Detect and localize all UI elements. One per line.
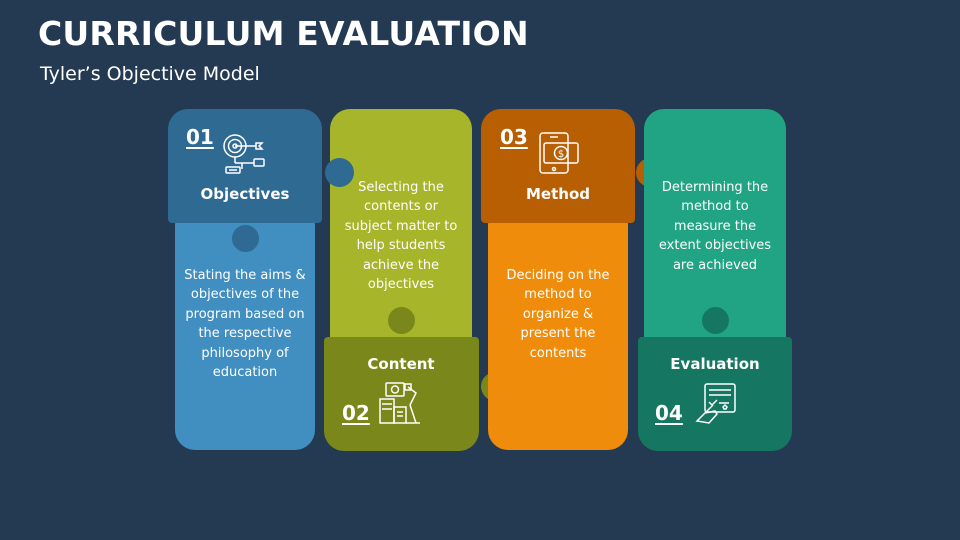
step-4-heading: Evaluation bbox=[670, 355, 760, 373]
step-1-heading: Objectives bbox=[200, 185, 290, 203]
step-3-header-panel bbox=[481, 109, 635, 223]
step-1-header-panel bbox=[168, 109, 322, 223]
step-2-description: Selecting the contents or subject matter… bbox=[344, 180, 458, 293]
step-4-number: 04 bbox=[655, 401, 683, 425]
step-2-footer-panel bbox=[324, 337, 479, 451]
target-icon bbox=[223, 134, 265, 174]
page-title: CURRICULUM EVALUATION bbox=[38, 14, 529, 53]
step-3-heading: Method bbox=[526, 185, 590, 203]
step-1-connector bbox=[232, 225, 259, 252]
step-4-footer-panel bbox=[638, 337, 792, 451]
step-3-number: 03 bbox=[500, 125, 528, 149]
study-desk-icon bbox=[379, 382, 420, 424]
page-subtitle: Tyler’s Objective Model bbox=[40, 63, 260, 85]
step-1-description: Stating the aims & objectives of the pro… bbox=[184, 268, 306, 381]
step-2-heading: Content bbox=[367, 355, 435, 373]
step-3-lower-panel bbox=[488, 205, 628, 450]
step-2-number: 02 bbox=[342, 401, 370, 425]
step-4-connector bbox=[702, 307, 729, 334]
step-2-connector bbox=[388, 307, 415, 334]
mobile-payment-icon: $ bbox=[539, 132, 579, 174]
step-1-side-connector bbox=[325, 158, 354, 187]
checklist-icon bbox=[695, 383, 736, 424]
step-1-number: 01 bbox=[186, 125, 214, 149]
step-3-description: Deciding on the method to organize & pre… bbox=[506, 268, 610, 361]
step-4-description: Determining the method to measure the ex… bbox=[658, 180, 772, 273]
svg-text:$: $ bbox=[558, 149, 564, 160]
